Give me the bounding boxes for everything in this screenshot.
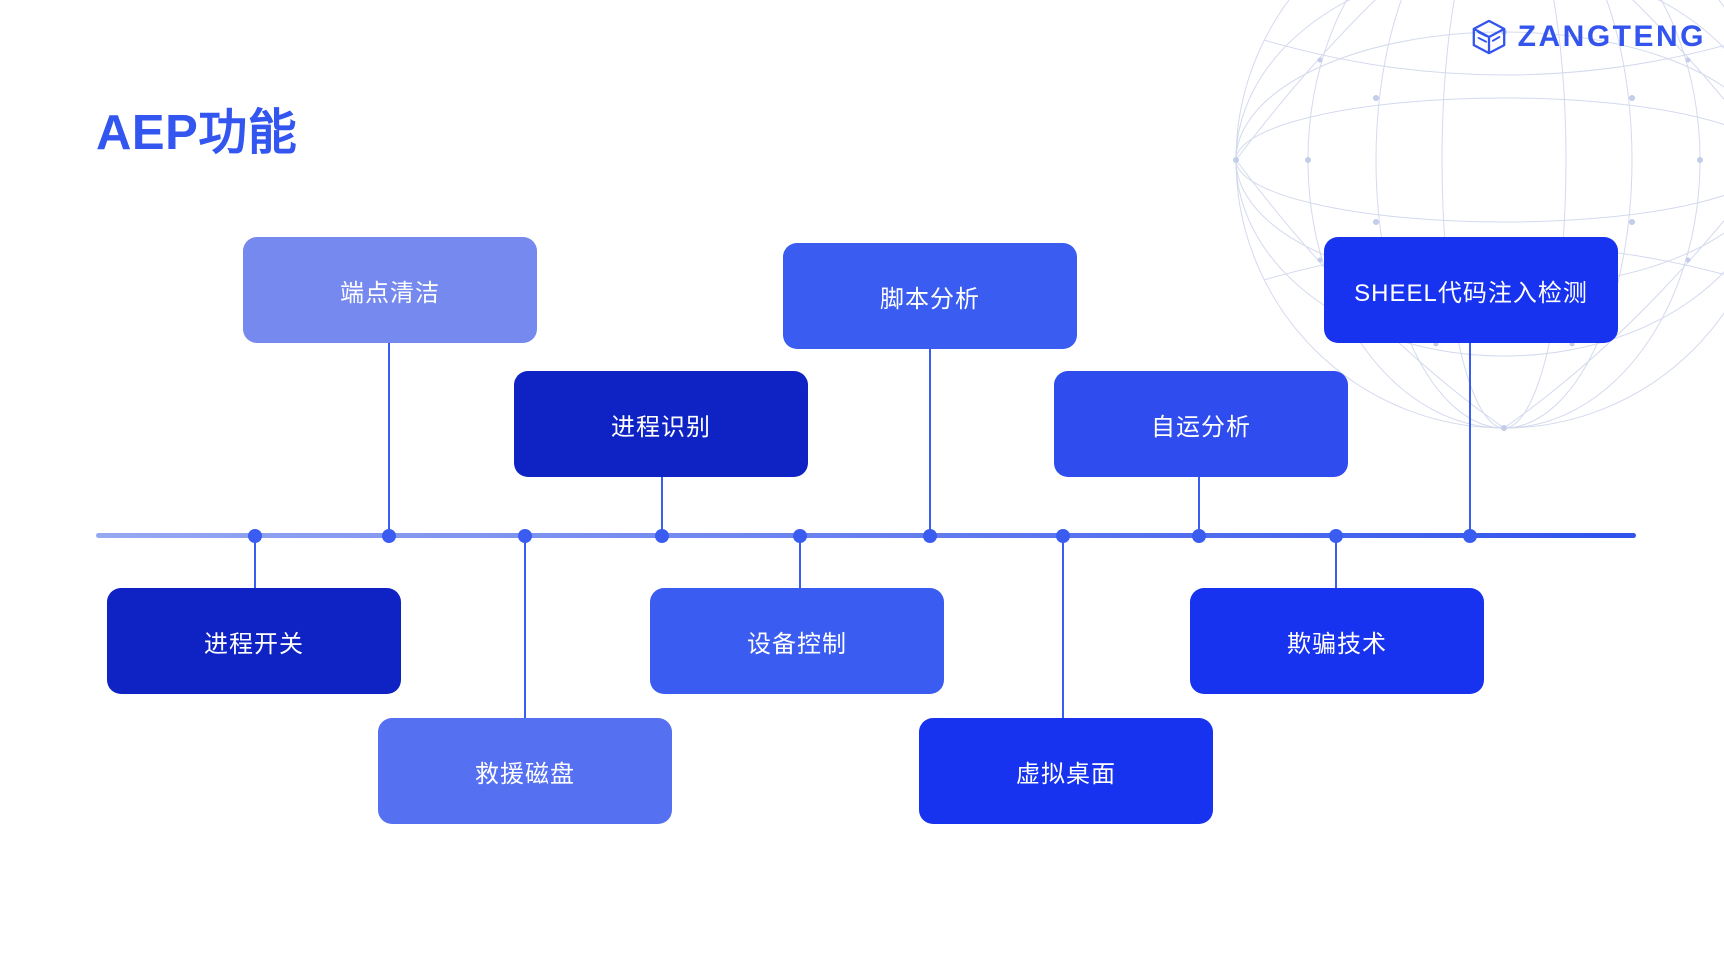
timeline-dot-9[interactable] [1329,529,1343,543]
timeline-dot-6[interactable] [923,529,937,543]
node-auto-analysis-label: 自运分析 [1151,413,1251,441]
timeline-dot-7[interactable] [1056,529,1070,543]
timeline-dot-2[interactable] [382,529,396,543]
node-script-analysis-label: 脚本分析 [880,285,980,313]
page-title: AEP功能 [96,105,298,160]
node-virtual-desktop-label: 虚拟桌面 [1016,760,1116,788]
node-endpoint-clean-connector [388,343,390,533]
timeline-dot-1[interactable] [248,529,262,543]
node-auto-analysis-connector [1198,477,1200,533]
node-script-analysis-connector [929,349,931,533]
node-process-identify[interactable]: 进程识别 [514,371,808,477]
node-auto-analysis[interactable]: 自运分析 [1054,371,1348,477]
timeline-dot-10[interactable] [1463,529,1477,543]
logo-text: ZANGTENG [1517,20,1706,53]
node-rescue-disk-label: 救援磁盘 [475,760,575,788]
node-deception-tech[interactable]: 欺骗技术 [1190,588,1484,694]
node-shell-injection-detect-label: SHEEL代码注入检测 [1354,279,1588,307]
timeline-dot-4[interactable] [655,529,669,543]
node-endpoint-clean[interactable]: 端点清洁 [243,237,537,343]
node-script-analysis[interactable]: 脚本分析 [783,243,1077,349]
node-device-control[interactable]: 设备控制 [650,588,944,694]
brand-logo: ZANGTENG [1470,18,1706,56]
node-device-control-connector [799,533,801,588]
node-rescue-disk[interactable]: 救援磁盘 [378,718,672,824]
timeline-dot-3[interactable] [518,529,532,543]
node-shell-injection-detect[interactable]: SHEEL代码注入检测 [1324,237,1618,343]
node-process-switch-connector [254,533,256,588]
timeline-dot-8[interactable] [1192,529,1206,543]
timeline-dot-5[interactable] [793,529,807,543]
node-virtual-desktop-connector [1062,533,1064,718]
node-virtual-desktop[interactable]: 虚拟桌面 [919,718,1213,824]
node-process-identify-connector [661,477,663,533]
timeline-axis [96,533,1636,538]
node-rescue-disk-connector [524,533,526,718]
node-process-identify-label: 进程识别 [611,413,711,441]
node-deception-tech-connector [1335,533,1337,588]
cube-logo-icon [1472,19,1506,55]
node-process-switch[interactable]: 进程开关 [107,588,401,694]
node-shell-injection-detect-connector [1469,343,1471,533]
node-process-switch-label: 进程开关 [204,630,304,658]
node-device-control-label: 设备控制 [747,630,847,658]
node-deception-tech-label: 欺骗技术 [1287,630,1387,658]
node-endpoint-clean-label: 端点清洁 [340,279,440,307]
